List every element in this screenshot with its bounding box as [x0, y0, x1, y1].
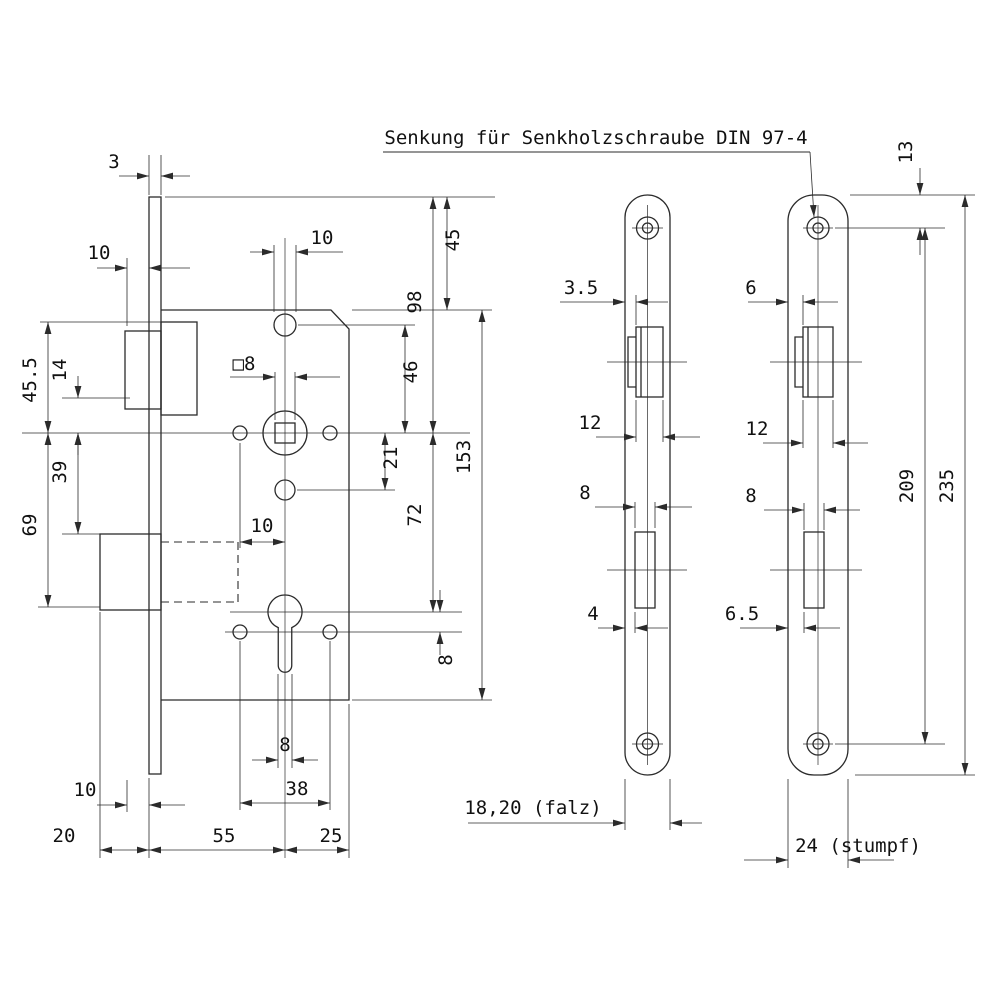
- dim-label-falz_plate-3: 4: [587, 603, 598, 625]
- dim-label-main_view-7: 72: [404, 504, 426, 527]
- dim-label-stumpf_plate-7: 24 (stumpf): [795, 835, 921, 857]
- dim-label-stumpf_plate-1: 12: [746, 418, 769, 440]
- dim-label-main_view-16: 8: [279, 734, 290, 756]
- latch-opening: [802, 326, 834, 398]
- dim-label-main_view-1: 10: [88, 242, 111, 264]
- countersink-annotation: Senkung für Senkholzschraube DIN 97-4: [384, 127, 807, 149]
- centerlines: [22, 205, 862, 858]
- latch-opening: [635, 326, 664, 398]
- annotation-leader: [383, 151, 817, 218]
- deadbolt-opening: [803, 531, 825, 609]
- dim-label-falz_plate-1: 12: [579, 412, 602, 434]
- dim-label-main_view-3: 45: [442, 229, 464, 252]
- mount-hole-top: [273, 313, 297, 337]
- dim-label-main_view-11: 14: [49, 359, 71, 382]
- dim-label-main_view-0: 3: [108, 151, 119, 173]
- dim-label-main_view-2: 10: [311, 227, 334, 249]
- dim-label-main_view-19: 20: [53, 825, 76, 847]
- faceplate-edge: [148, 196, 162, 775]
- dim-label-main_view-4: 98: [404, 291, 426, 314]
- follower-hole: [262, 410, 308, 456]
- dim-label-stumpf_plate-5: 209: [896, 469, 918, 503]
- dim-label-main_view-12: 39: [49, 461, 71, 484]
- dim-label-stumpf_plate-2: 8: [745, 485, 756, 507]
- dim-label-falz_plate-4: 18,20 (falz): [464, 797, 601, 819]
- follower-square: [274, 422, 296, 444]
- countersunk-screw-hole: [806, 216, 830, 240]
- screw-hole-pilot: [812, 222, 824, 234]
- dim-label-main_view-13: 69: [19, 514, 41, 537]
- dim-label-falz_plate-2: 8: [579, 482, 590, 504]
- deadbolt-opening: [634, 531, 656, 609]
- faceplate-stumpf-view: [787, 194, 849, 776]
- fixing-pin: [322, 425, 338, 441]
- screw-hole: [806, 732, 830, 756]
- screw-hole-pilot: [812, 738, 824, 750]
- dim-label-main_view-5: 46: [400, 361, 422, 384]
- dim-label-stumpf_plate-0: 6: [745, 277, 756, 299]
- dim-label-stumpf_plate-3: 6.5: [725, 603, 759, 625]
- screw-hole: [635, 216, 660, 240]
- screw-hole: [635, 732, 660, 756]
- dim-label-main_view-9: 8: [435, 654, 457, 665]
- fixing-pin: [322, 624, 338, 640]
- dim-label-main_view-14: □8: [233, 353, 256, 375]
- latch-bolt: [124, 330, 162, 410]
- dim-label-main_view-6: 21: [380, 447, 402, 470]
- fixing-pin: [232, 425, 248, 441]
- dim-label-main_view-21: 25: [320, 825, 343, 847]
- mid-hole: [274, 479, 296, 501]
- euro-cylinder-hole: [267, 594, 303, 673]
- dim-label-stumpf_plate-6: 235: [936, 469, 958, 503]
- dimension-lines: [44, 195, 969, 854]
- dim-label-main_view-18: 10: [74, 779, 97, 801]
- screw-hole-pilot: [641, 738, 654, 750]
- faceplate-stumpf-outline: [787, 194, 849, 776]
- deadbolt: [99, 533, 162, 611]
- lock-body-view: [99, 196, 350, 775]
- faceplate-falz-view: [624, 194, 671, 776]
- dim-label-main_view-10: 45.5: [19, 357, 41, 403]
- dim-label-main_view-20: 55: [213, 825, 236, 847]
- dim-label-main_view-17: 38: [286, 778, 309, 800]
- screw-hole-pilot: [641, 222, 654, 234]
- deadbolt-hidden-lines: [161, 541, 239, 603]
- dim-label-main_view-8: 153: [453, 440, 475, 474]
- fixing-pin: [232, 624, 248, 640]
- latch-housing: [160, 321, 198, 416]
- faceplate-falz-outline: [624, 194, 671, 776]
- dimension-arrows-outside: [74, 168, 924, 864]
- dim-label-stumpf_plate-4: 13: [895, 141, 917, 164]
- dim-label-main_view-15: 10: [251, 515, 274, 537]
- dim-label-falz_plate-0: 3.5: [564, 277, 598, 299]
- extension-lines: [38, 155, 975, 868]
